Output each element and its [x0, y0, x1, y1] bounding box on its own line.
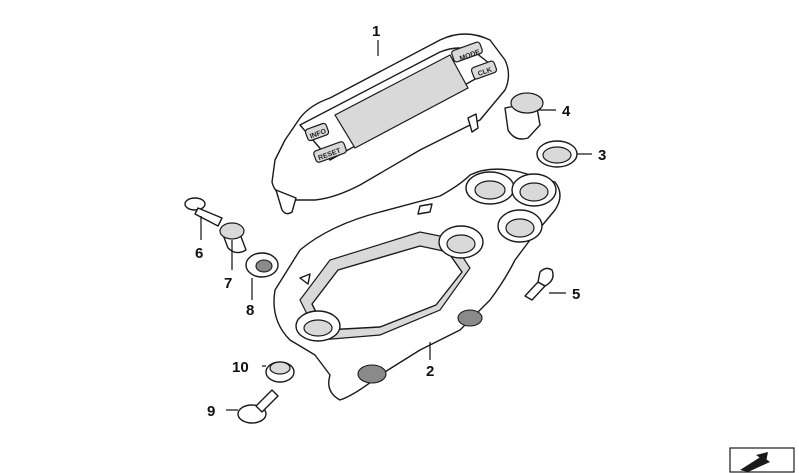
indicator-cap: [536, 140, 578, 168]
callout-6: 6: [195, 245, 203, 262]
bushing: [219, 222, 247, 254]
corner-logo-icon: [729, 447, 795, 473]
clk-button-label: CLK: [477, 67, 493, 78]
rubber-plug: [504, 92, 544, 140]
callout-9: 9: [207, 403, 215, 420]
leader-lines: [200, 40, 592, 411]
screw-top: [184, 197, 223, 227]
callout-10: 10: [232, 359, 249, 376]
callout-8: 8: [246, 302, 254, 319]
screw-bottom: [237, 389, 279, 424]
callout-5: 5: [572, 286, 580, 303]
callout-7: 7: [224, 275, 232, 292]
callout-1: 1: [372, 23, 380, 40]
nut: [265, 361, 295, 383]
housing: [273, 168, 561, 401]
callout-3: 3: [598, 147, 606, 164]
callout-labels: 1 2 3 4 5 6 7 8 9 10: [195, 23, 606, 420]
instrument-cluster: MODE CLK INFO RESET: [271, 33, 510, 215]
grommet: [245, 252, 279, 278]
bulb: [524, 267, 554, 301]
callout-2: 2: [426, 363, 434, 380]
callout-4: 4: [562, 103, 571, 120]
